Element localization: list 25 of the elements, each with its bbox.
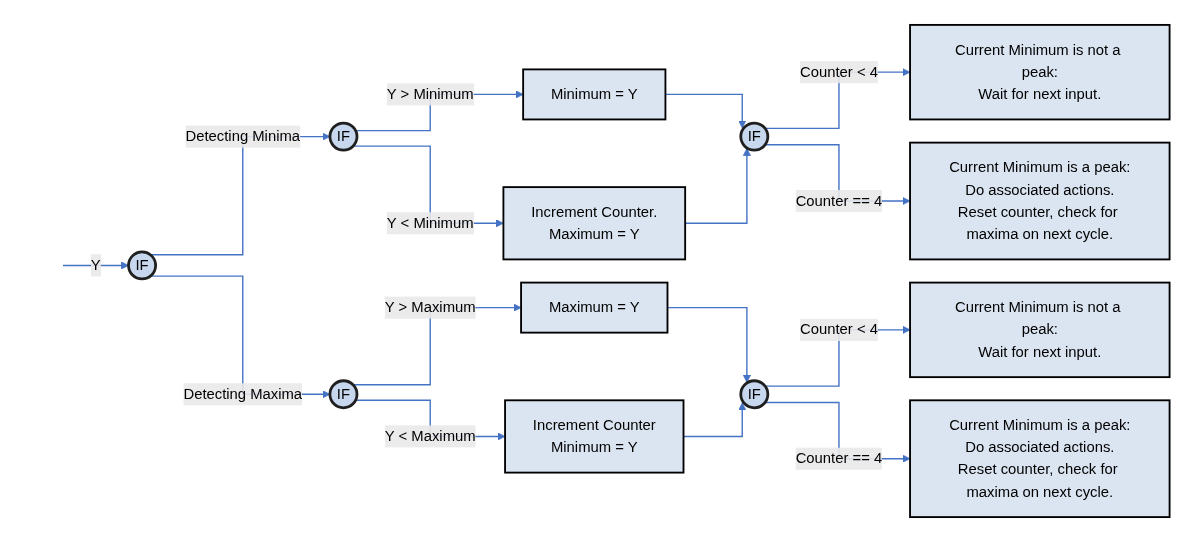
edge-label: Y > Minimum [386, 86, 474, 102]
edge-label: Y < Maximum [384, 428, 476, 444]
node-circle: IF [127, 250, 157, 281]
node-box: Current Minimum is a peak: Do associated actions. Reset counter, check for maxima on next cycle. [909, 399, 1171, 518]
edge-label: Counter < 4 [799, 321, 878, 338]
edge-label: Counter == 4 [795, 450, 883, 467]
node-box: Current Minimum is a peak: Do associated actions. Reset counter, check for maxima on next cycle. [909, 141, 1171, 261]
node-box: Current Minimum is not a peak: Wait for next input. [909, 24, 1171, 121]
edge-label: Detecting Maxima [183, 385, 303, 402]
edge-label: Detecting Minima [185, 128, 301, 145]
node-circle: IF [739, 379, 770, 410]
node-box: Maximum = Y [520, 281, 669, 334]
node-box: Minimum = Y [522, 68, 667, 121]
node-circle: IF [739, 121, 770, 152]
edge-label: Y < Minimum [386, 214, 474, 231]
edge-label: Counter < 4 [799, 63, 878, 80]
node-circle: IF [328, 379, 359, 410]
edge-label: Y > Maximum [384, 299, 476, 316]
edge-label: Counter == 4 [795, 192, 883, 209]
node-box: Current Minimum is not a peak: Wait for next input. [909, 281, 1171, 379]
edge-label: Y [90, 257, 101, 273]
node-circle: IF [328, 121, 359, 152]
arrow [62, 261, 129, 270]
node-box: Increment Counter Minimum = Y [504, 399, 685, 474]
node-box: Increment Counter. Maximum = Y [502, 186, 687, 261]
